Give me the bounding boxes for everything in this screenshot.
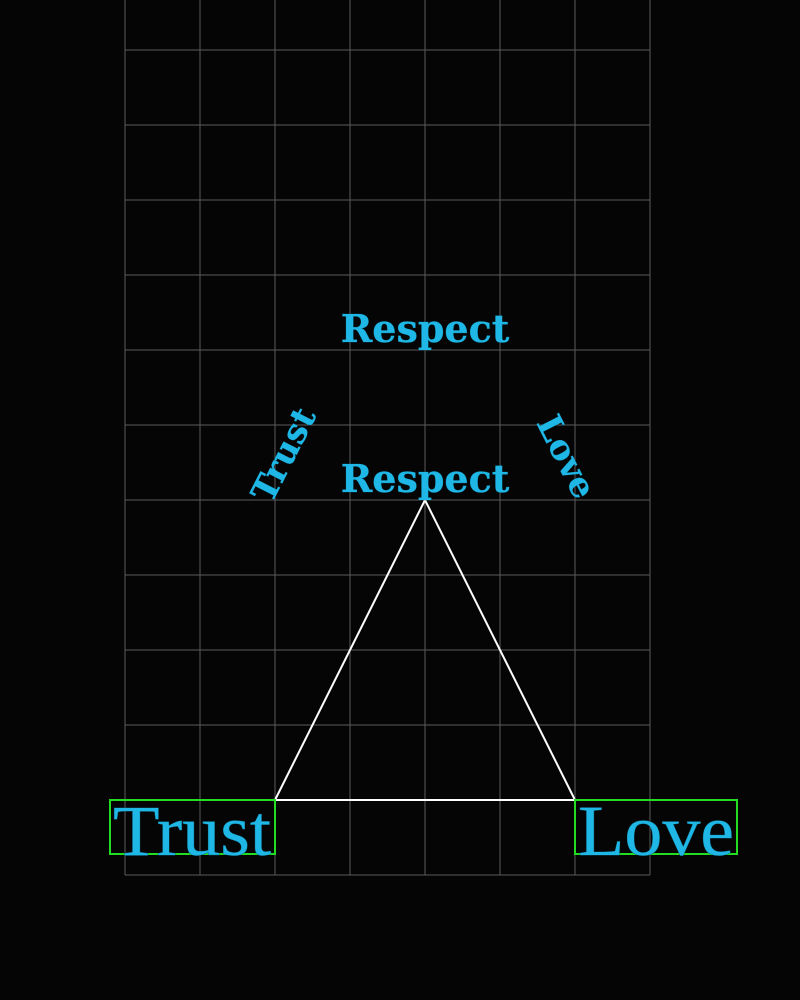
- left-side-label: Trust: [244, 401, 325, 509]
- right-side-label: Love: [528, 409, 604, 506]
- left-corner-label: Trust: [113, 791, 271, 871]
- apex-label: Respect: [341, 456, 510, 501]
- left-corner-box: [109, 799, 276, 855]
- right-corner-box: [574, 799, 738, 855]
- triangle: [273, 497, 577, 801]
- right-corner-label: Love: [578, 791, 734, 871]
- grid: [124, 0, 651, 876]
- top-label: Respect: [341, 306, 510, 351]
